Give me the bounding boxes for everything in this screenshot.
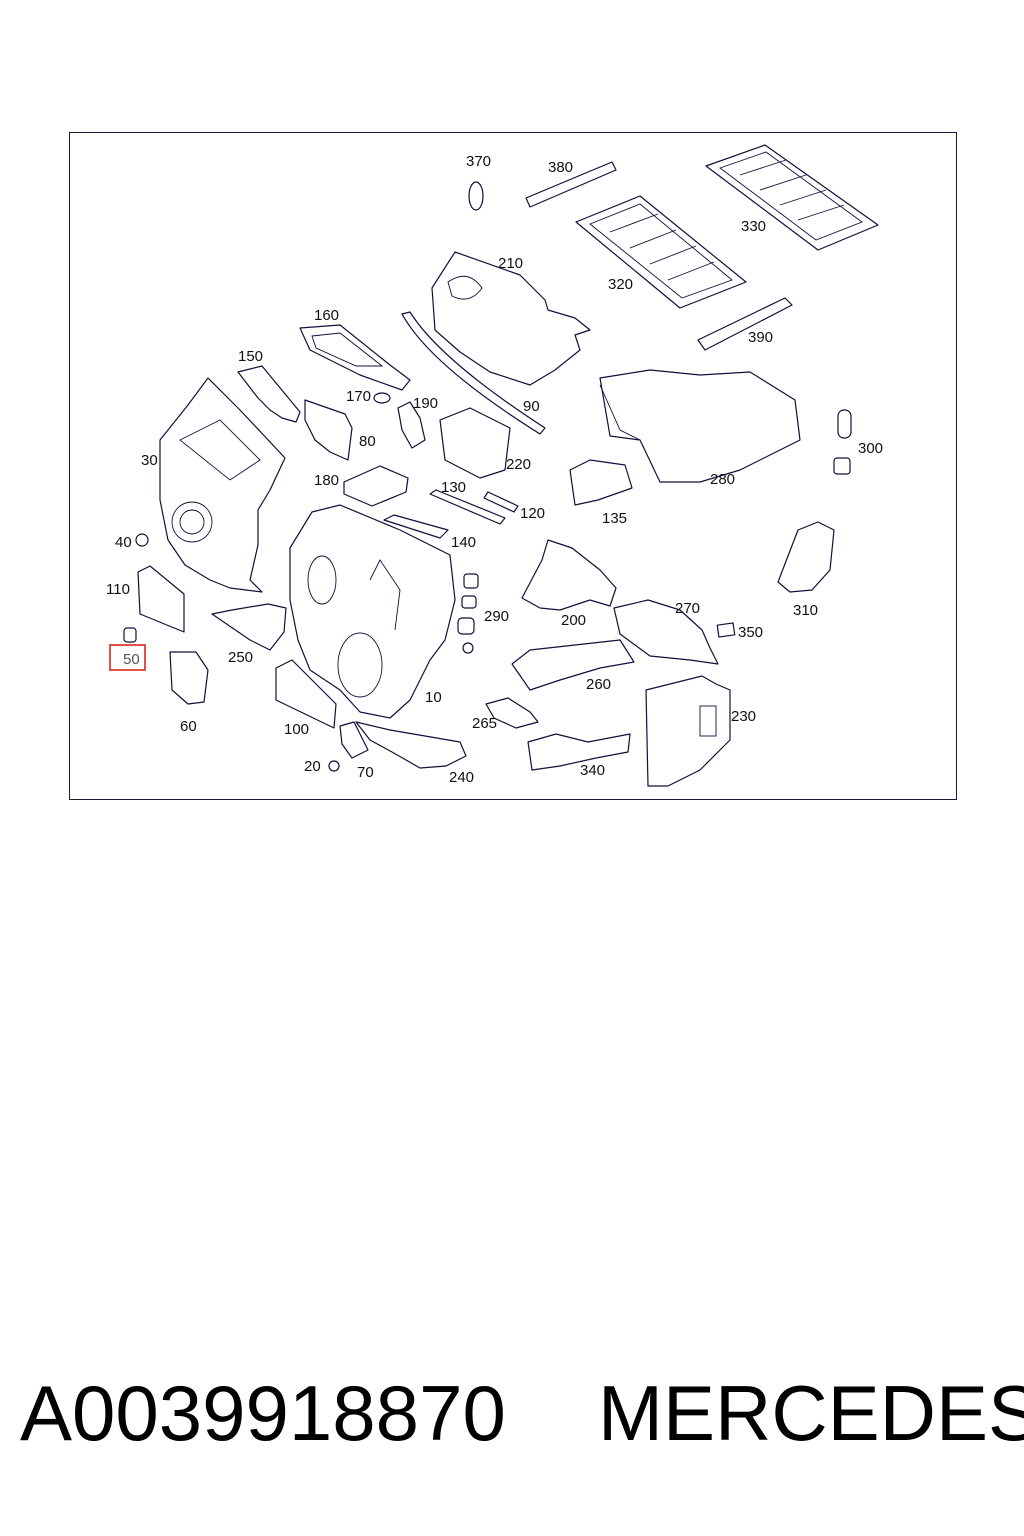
diagram-frame [69, 132, 957, 800]
label-150: 150 [238, 348, 263, 365]
label-370: 370 [466, 153, 491, 170]
part-10-bulkhead[interactable] [289, 504, 456, 719]
part-180-block[interactable] [343, 465, 409, 507]
part-290-clip-c[interactable] [457, 617, 475, 635]
label-80: 80 [359, 433, 376, 450]
label-30: 30 [141, 452, 158, 469]
label-140: 140 [451, 534, 476, 551]
label-290: 290 [484, 608, 509, 625]
label-10: 10 [425, 689, 442, 706]
part-265-shield[interactable] [485, 697, 539, 729]
part-270-mat[interactable] [613, 599, 719, 665]
part-350-pad[interactable] [716, 622, 736, 638]
label-340: 340 [580, 762, 605, 779]
part-200-duct[interactable] [521, 539, 617, 611]
label-270: 270 [675, 600, 700, 617]
label-60: 60 [180, 718, 197, 735]
part-300-plug[interactable] [837, 409, 852, 439]
highlight-box-50 [109, 644, 146, 671]
part-300-plug-base[interactable] [833, 457, 851, 475]
part-100-mat[interactable] [275, 659, 337, 729]
label-280: 280 [710, 471, 735, 488]
label-250: 250 [228, 649, 253, 666]
product-caption: A0039918870 MERCEDES [0, 1368, 1024, 1478]
part-340-strip[interactable] [527, 733, 631, 771]
label-50: 50 [123, 651, 140, 668]
part-130-strip[interactable] [429, 489, 506, 525]
label-200: 200 [561, 612, 586, 629]
part-240-cover[interactable] [355, 721, 467, 769]
part-40-clip[interactable] [135, 533, 149, 547]
label-70: 70 [357, 764, 374, 781]
part-number: A0039918870 [20, 1369, 506, 1457]
part-70-bracket[interactable] [339, 721, 369, 759]
label-100: 100 [284, 721, 309, 738]
part-30-front-module[interactable] [159, 377, 286, 593]
part-320-panel[interactable] [575, 195, 747, 309]
label-180: 180 [314, 472, 339, 489]
part-290-clip-d[interactable] [462, 642, 474, 654]
part-60-pad[interactable] [169, 651, 209, 705]
label-265: 265 [472, 715, 497, 732]
part-80-cover[interactable] [304, 399, 353, 461]
label-350: 350 [738, 624, 763, 641]
part-310-pad[interactable] [777, 521, 835, 593]
label-320: 320 [608, 276, 633, 293]
label-130: 130 [441, 479, 466, 496]
part-160-frame[interactable] [299, 324, 411, 391]
part-90-strip[interactable] [401, 311, 546, 435]
part-150-insulation[interactable] [237, 365, 301, 423]
part-190-bracket[interactable] [397, 401, 426, 449]
label-260: 260 [586, 676, 611, 693]
label-40: 40 [115, 534, 132, 551]
part-370-seal-ring[interactable] [468, 181, 484, 211]
label-20: 20 [304, 758, 321, 775]
part-170-grommet[interactable] [373, 392, 391, 404]
part-110-mat[interactable] [137, 565, 185, 633]
part-290-clip-b[interactable] [461, 595, 477, 609]
part-290-clip-a[interactable] [463, 573, 479, 589]
label-110: 110 [106, 581, 130, 598]
label-240: 240 [449, 769, 474, 786]
label-170: 170 [346, 388, 371, 405]
part-135-pad[interactable] [569, 459, 633, 506]
part-20-nut[interactable] [328, 760, 340, 772]
part-120-strip[interactable] [483, 491, 519, 513]
brand-name: MERCEDES [598, 1369, 1024, 1457]
part-220-box[interactable] [439, 407, 511, 479]
label-90: 90 [523, 398, 540, 415]
label-120: 120 [520, 505, 545, 522]
label-160: 160 [314, 307, 339, 324]
part-260-insulator[interactable] [511, 639, 635, 691]
part-210-cover[interactable] [431, 251, 591, 386]
label-210: 210 [498, 255, 523, 272]
label-380: 380 [548, 159, 573, 176]
part-250-panel[interactable] [211, 603, 287, 651]
label-135: 135 [602, 510, 627, 527]
part-330-panel[interactable] [705, 144, 879, 251]
label-330: 330 [741, 218, 766, 235]
label-220: 220 [506, 456, 531, 473]
label-230: 230 [731, 708, 756, 725]
label-300: 300 [858, 440, 883, 457]
part-380-strip[interactable] [525, 161, 617, 208]
part-50-clip[interactable] [123, 627, 137, 643]
label-190: 190 [413, 395, 438, 412]
part-390-strip[interactable] [697, 297, 793, 351]
label-390: 390 [748, 329, 773, 346]
label-310: 310 [793, 602, 818, 619]
part-280-tunnel[interactable] [599, 369, 801, 483]
part-140-strip[interactable] [383, 514, 449, 539]
part-230-panel[interactable] [645, 675, 731, 787]
